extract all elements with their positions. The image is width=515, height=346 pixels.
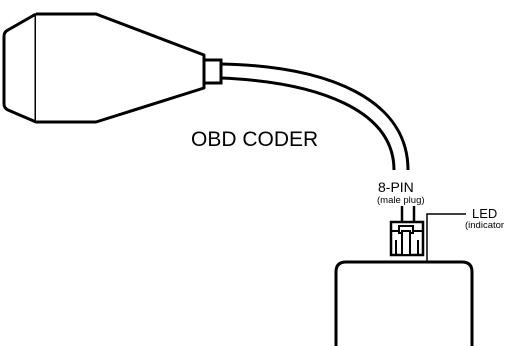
obd-plug-body — [36, 12, 206, 124]
led-leader-line — [426, 213, 466, 262]
coder-module-box — [334, 260, 474, 346]
led-sublabel: (indicator — [465, 220, 504, 231]
cable-outer-line — [220, 62, 410, 171]
diagram-title: OBD CODER — [191, 128, 318, 151]
obd-plug-head — [2, 12, 38, 124]
cable-strain-relief — [202, 58, 223, 85]
led-label: LED — [472, 206, 497, 221]
cable-inner-line — [220, 76, 396, 171]
eight-pin-connector — [389, 220, 425, 257]
connector-label: 8-PIN — [378, 179, 414, 195]
connector-sublabel: (male plug) — [377, 195, 425, 206]
